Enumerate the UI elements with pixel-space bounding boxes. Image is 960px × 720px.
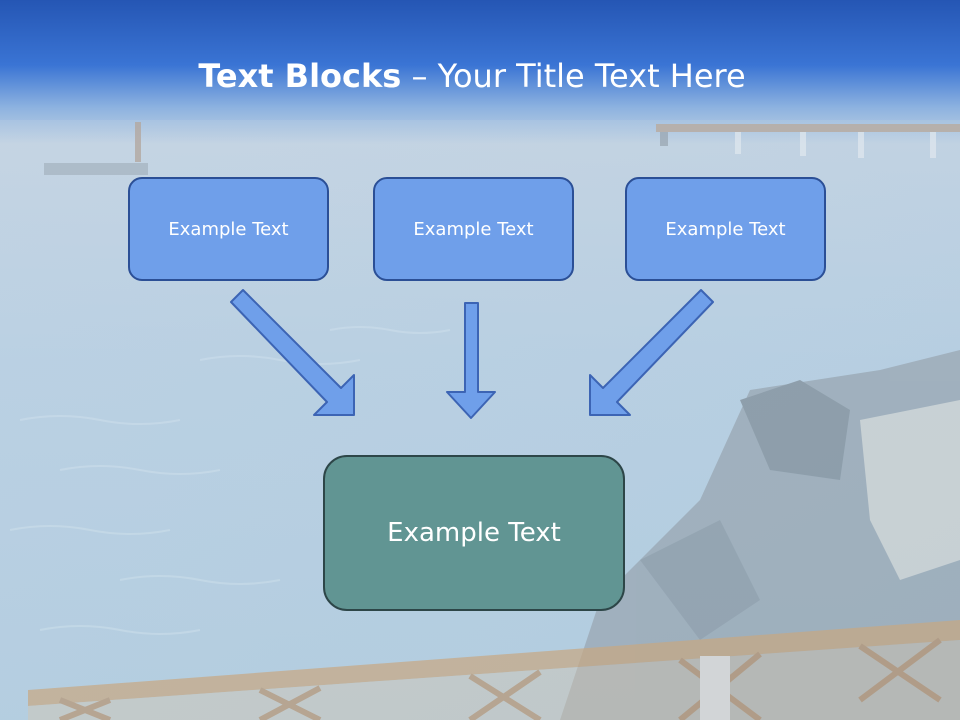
text-block-2-label: Example Text bbox=[413, 218, 534, 240]
raft bbox=[44, 163, 148, 175]
target-block-label: Example Text bbox=[387, 518, 561, 548]
target-block[interactable]: Example Text bbox=[323, 455, 625, 611]
text-block-3[interactable]: Example Text bbox=[625, 177, 826, 281]
wooden-railing bbox=[28, 620, 960, 720]
arrow-center-down bbox=[446, 302, 496, 419]
text-block-3-label: Example Text bbox=[665, 218, 786, 240]
title-regular: Your Title Text Here bbox=[437, 57, 746, 95]
arrow-left-diagonal bbox=[230, 289, 355, 416]
rocky-shore bbox=[560, 350, 960, 720]
text-block-2[interactable]: Example Text bbox=[373, 177, 574, 281]
arrow-right-diagonal bbox=[589, 289, 714, 416]
title-bold: Text Blocks bbox=[198, 57, 402, 95]
distant-pier bbox=[656, 124, 960, 158]
title-separator: – bbox=[401, 57, 438, 95]
slide-title: Text Blocks – Your Title Text Here bbox=[0, 54, 944, 98]
text-block-1-label: Example Text bbox=[168, 218, 289, 240]
text-block-1[interactable]: Example Text bbox=[128, 177, 329, 281]
